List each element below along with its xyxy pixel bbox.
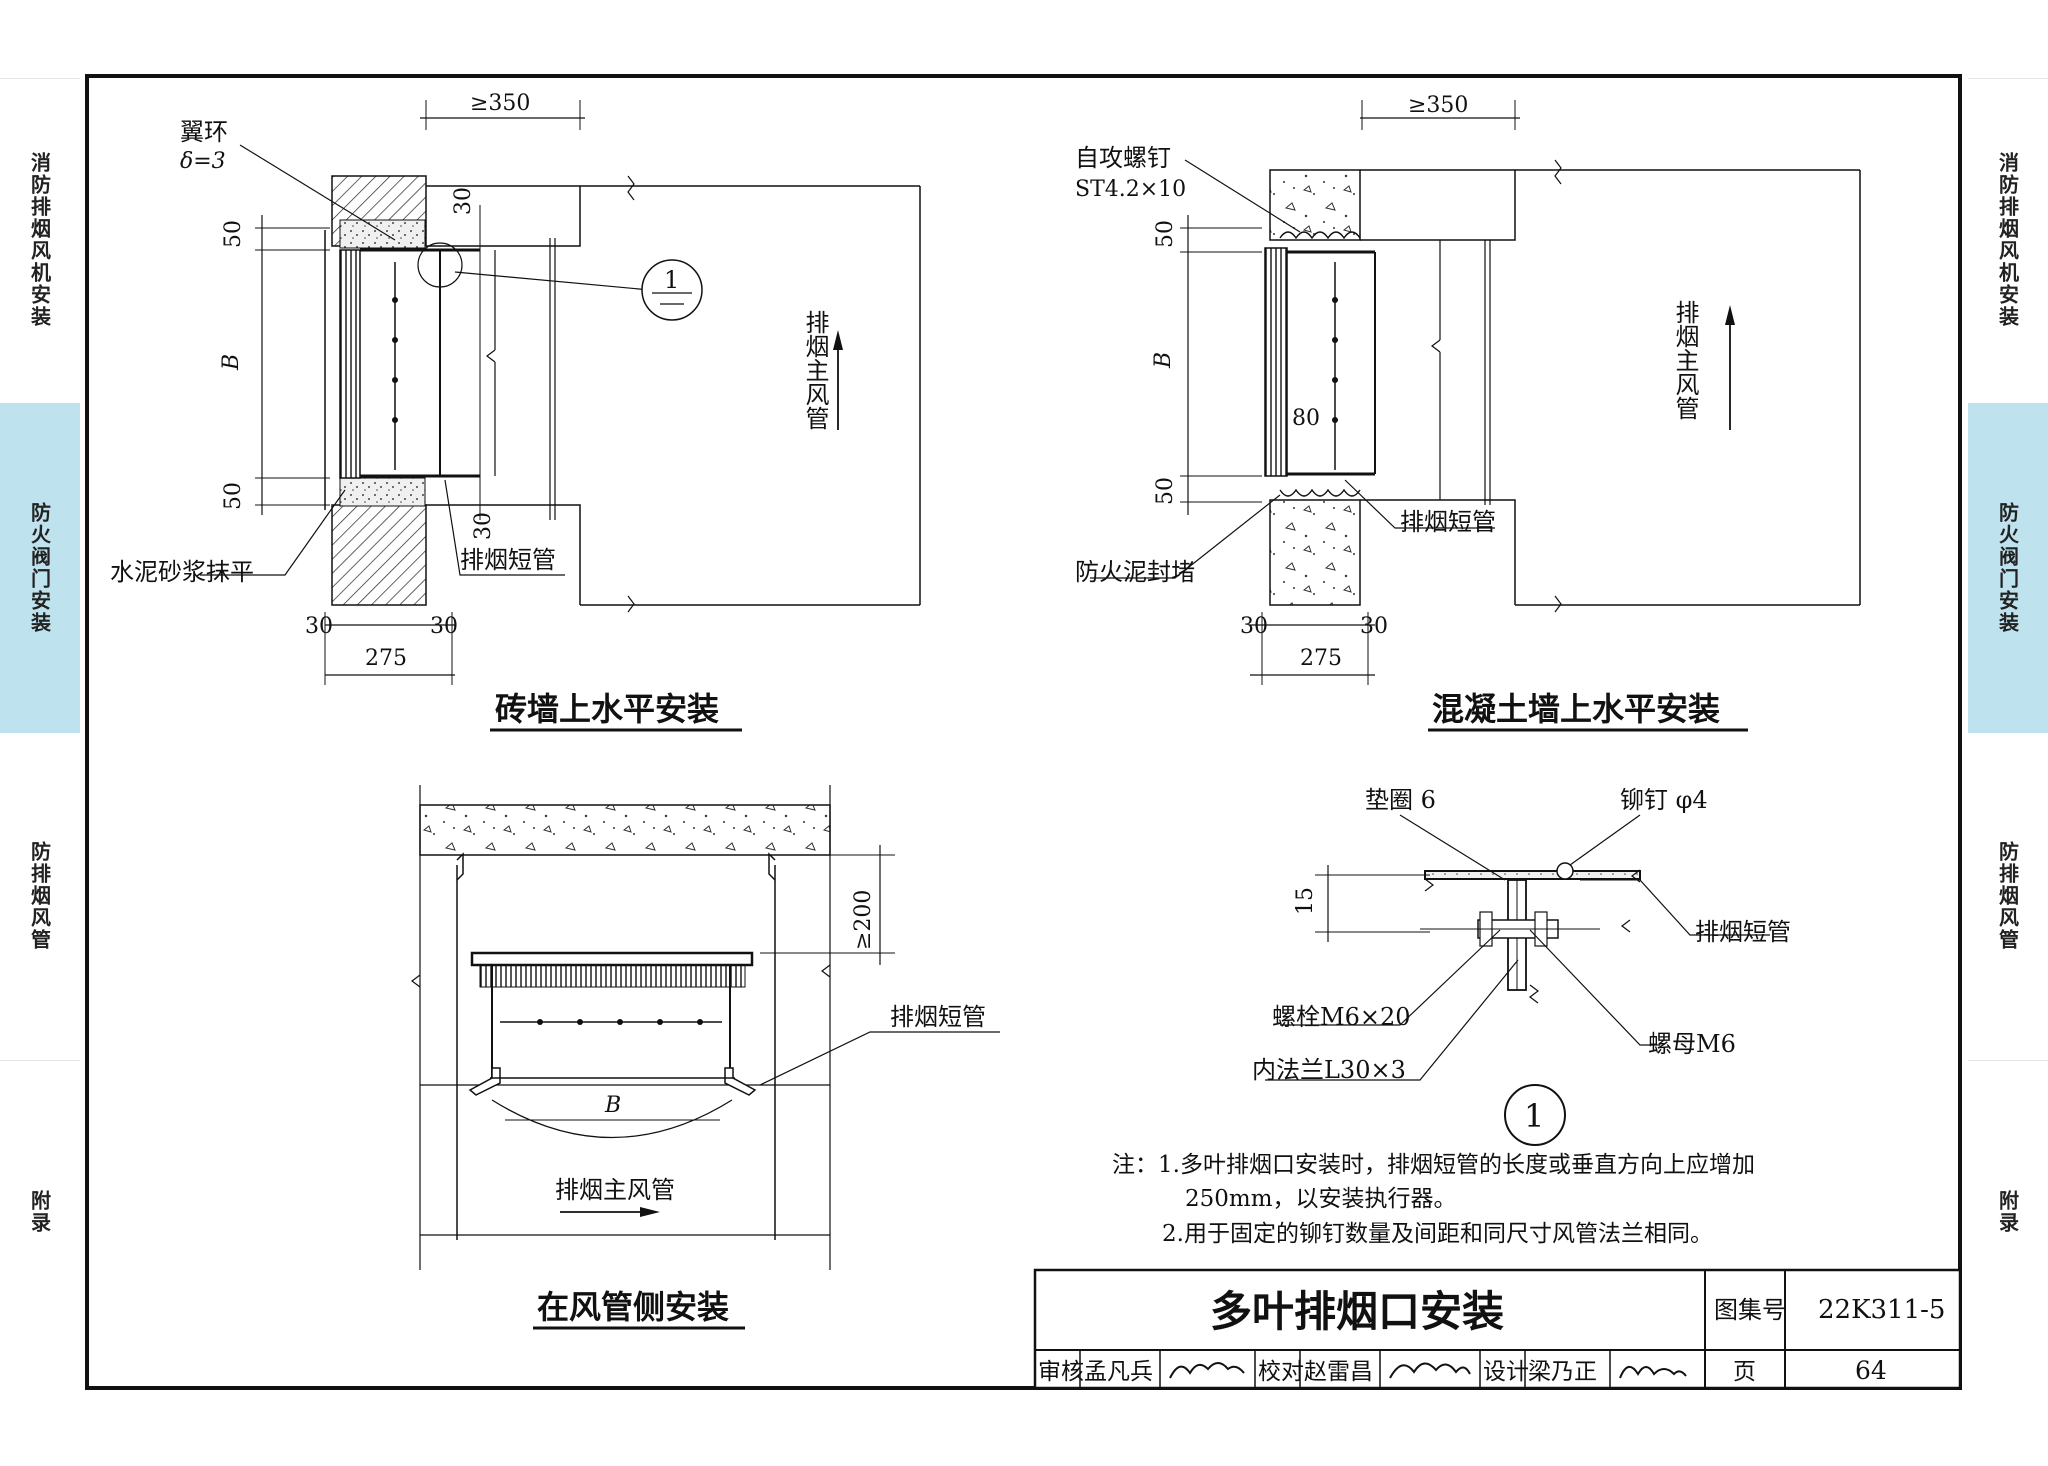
- callout-1: 1: [664, 266, 679, 294]
- page-label: 页: [1733, 1359, 1756, 1385]
- designer-signature: [1619, 1366, 1687, 1379]
- label-rivet: 铆钉 φ4: [1620, 786, 1708, 814]
- brick-wall-view: 翼环 δ=3 ≥350 30 50 B 50 30 30 30 275 1 排烟…: [110, 91, 921, 732]
- dim-50-top: 50: [221, 220, 246, 248]
- dim-30-left: 30: [1240, 614, 1268, 639]
- detail-1-view: 垫圈 6 铆钉 φ4 15 排烟短管 螺栓M6×20 螺母M6 内法兰L30×3…: [1252, 786, 1791, 1146]
- label-main-duct: 排烟主风管: [1671, 300, 1699, 420]
- dim-30-bot: 30: [471, 512, 496, 540]
- note-line-2: 250mm，以安装执行器。: [1185, 1186, 1457, 1212]
- dim-50-top: 50: [1153, 220, 1178, 248]
- check-label: 校对: [1258, 1359, 1304, 1385]
- label-short-pipe: 排烟短管: [460, 546, 556, 574]
- side-tab-damper-install[interactable]: 防火阀门安装: [0, 403, 80, 733]
- label-delta: δ=3: [180, 149, 226, 174]
- label-washer: 垫圈 6: [1365, 786, 1436, 814]
- side-tab-label: 附录: [27, 1190, 52, 1234]
- design-label: 设计: [1483, 1359, 1529, 1385]
- checker-signature: [1389, 1362, 1471, 1379]
- dim-30-right: 30: [430, 614, 458, 639]
- designer-name: 梁乃正: [1528, 1359, 1597, 1385]
- view-title-brick: 砖墙上水平安装: [495, 690, 719, 728]
- dim-B: B: [219, 354, 244, 371]
- side-tab-appendix[interactable]: 附录: [0, 1062, 80, 1362]
- dim-15: 15: [1293, 887, 1318, 915]
- sheet-border: [85, 74, 1962, 1390]
- page-number: 64: [1855, 1356, 1887, 1385]
- side-tab-label: 防排烟风管: [27, 841, 52, 951]
- dim-B: B: [1151, 352, 1176, 369]
- notes: 注：1.多叶排烟口安装时，排烟短管的长度或垂直方向上应增加 250mm，以安装执…: [1112, 1152, 1755, 1247]
- dim-30-right: 30: [1360, 614, 1388, 639]
- label-short-pipe: 排烟短管: [890, 1003, 986, 1031]
- label-nut: 螺母M6: [1648, 1030, 1736, 1058]
- note-line-1: 注：1.多叶排烟口安装时，排烟短管的长度或垂直方向上应增加: [1112, 1152, 1755, 1178]
- note-line-3: 2.用于固定的铆钉数量及间距和同尺寸风管法兰相同。: [1162, 1221, 1713, 1247]
- label-cement-mortar: 水泥砂浆抹平: [110, 558, 254, 586]
- concrete-wall-view: 自攻螺钉 ST4.2×10 ≥350 50 B 80 50 30 30 275 …: [1075, 93, 1861, 732]
- side-tab-label: 防火阀门安装: [27, 502, 52, 634]
- side-tab-label: 附录: [1995, 1190, 2020, 1234]
- side-tab-smoke-duct-right[interactable]: 防排烟风管: [1968, 736, 2048, 1056]
- label-screw-spec: ST4.2×10: [1075, 177, 1186, 202]
- checker-name: 赵雷昌: [1304, 1359, 1373, 1385]
- dim-350: ≥350: [1408, 93, 1468, 118]
- dim-275: 275: [365, 646, 407, 671]
- side-tab-fan-install[interactable]: 消防排烟风机安装: [0, 80, 80, 400]
- label-fire-mud: 防火泥封堵: [1075, 558, 1195, 586]
- side-tab-fan-install-right[interactable]: 消防排烟风机安装: [1968, 80, 2048, 400]
- atlas-label: 图集号: [1714, 1296, 1786, 1324]
- dim-50-bot: 50: [221, 482, 246, 510]
- dim-30-left: 30: [305, 614, 333, 639]
- side-tab-label: 消防排烟风机安装: [1995, 152, 2020, 328]
- label-screw: 自攻螺钉: [1075, 144, 1171, 172]
- dim-30-top: 30: [451, 187, 476, 215]
- title-block: 多叶排烟口安装 图集号 22K311-5 审核 孟凡兵 校对 赵雷昌 设计 梁乃…: [1033, 1268, 1962, 1390]
- label-short-pipe: 排烟短管: [1400, 508, 1496, 536]
- label-short-pipe: 排烟短管: [1695, 918, 1791, 946]
- review-label: 审核: [1038, 1359, 1084, 1385]
- side-tab-damper-install-right[interactable]: 防火阀门安装: [1968, 403, 2048, 733]
- side-tab-label: 防火阀门安装: [1995, 502, 2020, 634]
- dim-B: B: [604, 1093, 621, 1118]
- label-bolt: 螺栓M6×20: [1272, 1003, 1411, 1031]
- dim-50-bot: 50: [1153, 477, 1178, 505]
- side-tab-appendix-right[interactable]: 附录: [1968, 1062, 2048, 1362]
- side-tab-label: 防排烟风管: [1995, 841, 2020, 951]
- reviewer-signature: [1169, 1362, 1245, 1379]
- dim-200: ≥200: [851, 890, 876, 950]
- dim-275: 275: [1300, 646, 1342, 671]
- dim-350: ≥350: [470, 91, 530, 116]
- reviewer-name: 孟凡兵: [1084, 1359, 1153, 1385]
- duct-side-view: ≥200 排烟短管 B 排烟主风管 在风管侧安装: [411, 785, 1000, 1330]
- atlas-number: 22K311-5: [1818, 1295, 1945, 1325]
- view-title-side: 在风管侧安装: [537, 1288, 729, 1326]
- drawing-title: 多叶排烟口安装: [1210, 1287, 1504, 1336]
- label-main-duct: 排烟主风管: [555, 1176, 675, 1204]
- dim-80: 80: [1292, 406, 1320, 431]
- label-flange: 内法兰L30×3: [1252, 1056, 1406, 1084]
- label-wing-ring: 翼环: [180, 118, 228, 146]
- label-main-duct: 排烟主风管: [801, 310, 829, 430]
- detail-number: 1: [1524, 1097, 1544, 1135]
- side-tab-smoke-duct[interactable]: 防排烟风管: [0, 736, 80, 1056]
- side-tab-label: 消防排烟风机安装: [27, 152, 52, 328]
- view-title-concrete: 混凝土墙上水平安装: [1432, 690, 1720, 728]
